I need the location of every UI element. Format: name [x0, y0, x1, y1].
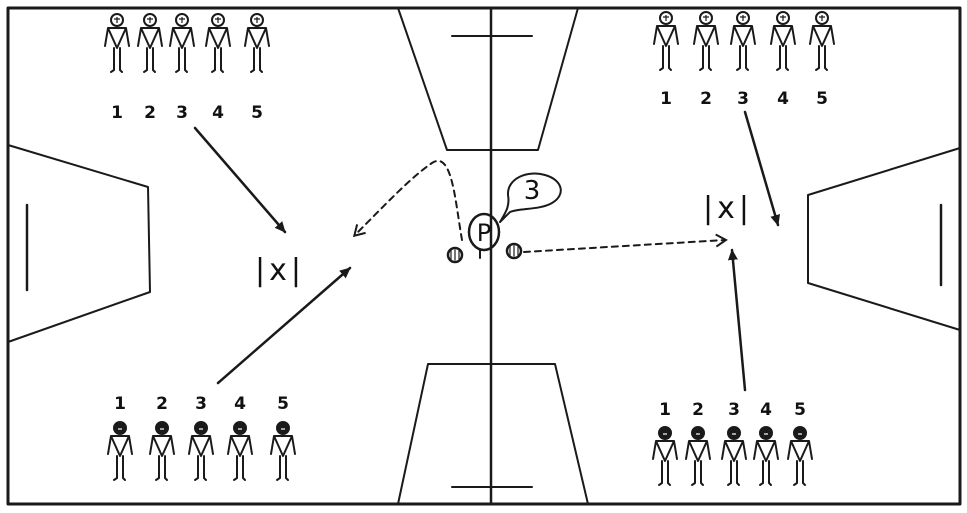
- duel-label-right: |x|: [703, 191, 753, 226]
- coach-marker: P: [467, 212, 501, 259]
- player-number-bottom-left-3: 3: [195, 394, 207, 414]
- ball-right: [505, 242, 523, 260]
- arrow-top-right-to-duel: [743, 110, 780, 227]
- player-bottom-right-5: [787, 426, 813, 486]
- player-top-left-5: [244, 13, 270, 73]
- player-number-bottom-right-1: 1: [659, 400, 671, 420]
- player-top-left-4: [205, 13, 231, 73]
- player-bottom-left-5: [270, 421, 296, 481]
- player-group-bottom-left: 1 2 3 4 5: [107, 394, 296, 481]
- player-number-top-right-2: 2: [700, 89, 712, 109]
- player-number-top-left-2: 2: [144, 103, 156, 123]
- player-bottom-left-1: [107, 421, 133, 481]
- arrow-bottom-left-to-duel: [216, 266, 352, 385]
- coach-speech-bubble: 3: [499, 172, 562, 223]
- player-bottom-left-4: [227, 421, 253, 481]
- player-number-bottom-left-4: 4: [234, 394, 246, 414]
- pass-left-dashed: [352, 159, 463, 241]
- player-top-right-5: [809, 11, 835, 71]
- player-bottom-left-3: [188, 421, 214, 481]
- player-number-bottom-right-4: 4: [760, 400, 772, 420]
- bottom-center-zone: [397, 363, 589, 505]
- player-number-top-left-4: 4: [212, 103, 224, 123]
- arrow-top-left-to-duel: [193, 126, 287, 234]
- player-number-top-left-5: 5: [251, 103, 263, 123]
- player-top-left-1: [104, 13, 130, 73]
- coach-letter: P: [477, 219, 491, 247]
- player-bottom-right-1: [652, 426, 678, 486]
- player-number-bottom-left-2: 2: [156, 394, 168, 414]
- player-number-top-right-5: 5: [816, 89, 828, 109]
- top-center-zone: [397, 7, 579, 151]
- pass-right-dashed: [523, 233, 728, 253]
- player-bottom-right-2: [685, 426, 711, 486]
- player-number-bottom-right-3: 3: [728, 400, 740, 420]
- player-top-right-3: [730, 11, 756, 71]
- player-number-top-left-1: 1: [111, 103, 123, 123]
- left-goal-area: [7, 144, 151, 343]
- player-bottom-right-3: [721, 426, 747, 486]
- player-bottom-left-2: [149, 421, 175, 481]
- ball-left: [446, 246, 464, 264]
- player-top-right-2: [693, 11, 719, 71]
- player-number-top-left-3: 3: [176, 103, 188, 123]
- player-top-left-3: [169, 13, 195, 73]
- duel-label-left: |x|: [255, 253, 305, 288]
- player-number-bottom-right-5: 5: [794, 400, 806, 420]
- player-number-bottom-left-1: 1: [114, 394, 126, 414]
- player-group-top-right: 1 2 3 4 5: [653, 11, 835, 109]
- player-top-right-4: [770, 11, 796, 71]
- player-top-left-2: [137, 13, 163, 73]
- arrow-bottom-right-to-duel: [727, 248, 747, 392]
- player-number-top-right-3: 3: [737, 89, 749, 109]
- court-boundary: [6, 6, 962, 506]
- player-number-bottom-left-5: 5: [277, 394, 289, 414]
- player-number-top-right-1: 1: [660, 89, 672, 109]
- right-goal-area: [807, 147, 961, 331]
- player-count-label: 3: [524, 176, 541, 206]
- player-number-top-right-4: 4: [777, 89, 789, 109]
- player-top-right-1: [653, 11, 679, 71]
- player-bottom-right-4: [753, 426, 779, 486]
- player-number-bottom-right-2: 2: [692, 400, 704, 420]
